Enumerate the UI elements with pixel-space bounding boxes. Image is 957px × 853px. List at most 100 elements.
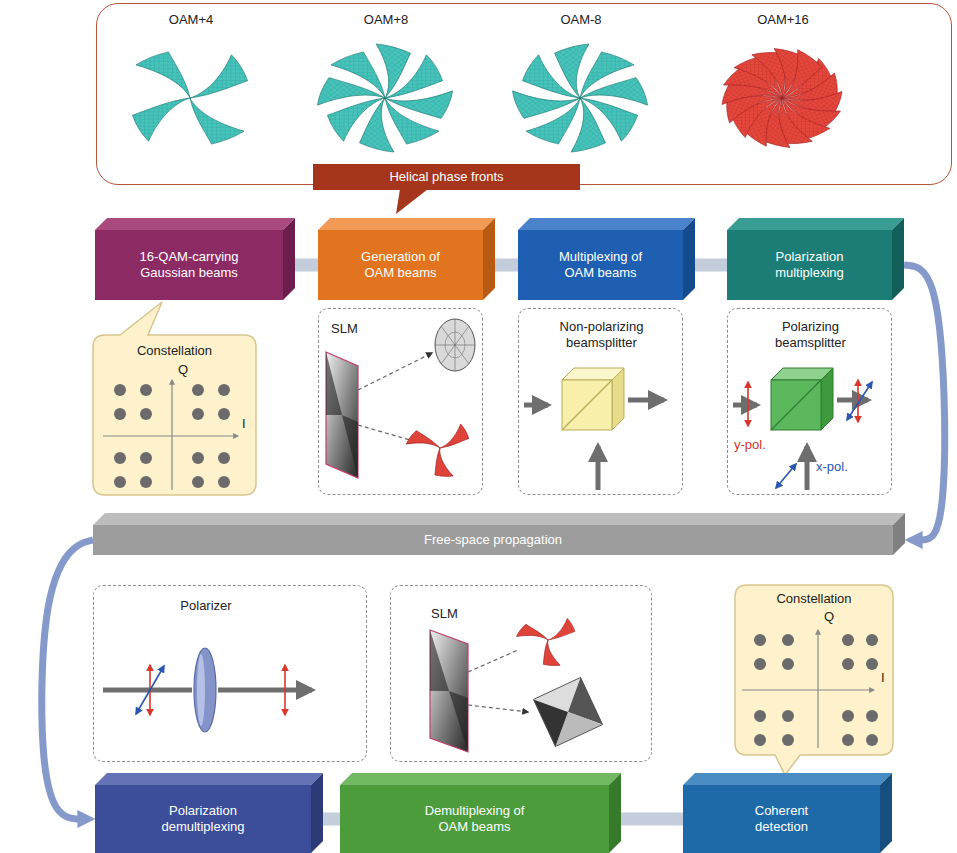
node-label: Demultiplexing of OAM beams <box>422 803 527 835</box>
banner-label: Helical phase fronts <box>389 169 503 185</box>
node-label: Multiplexing of OAM beams <box>543 249 658 281</box>
beam-line <box>358 425 410 440</box>
slm-illustration <box>326 319 475 482</box>
process-box: Polarization multiplexing <box>727 218 904 300</box>
front-face <box>318 230 483 300</box>
beam-arrow <box>103 688 192 693</box>
oam-label: OAM+4 <box>169 12 213 28</box>
side-face <box>609 773 621 853</box>
polarization-arrow <box>136 666 164 714</box>
constellation-callout: ConstellationQI <box>93 335 256 495</box>
node-label: SLM <box>431 606 458 622</box>
beam-arrow <box>805 446 810 490</box>
cube-diagonal <box>562 380 612 430</box>
i-axis <box>742 689 874 690</box>
beam-arrow <box>524 403 548 408</box>
top-face <box>518 218 695 230</box>
oam-label: OAM+16 <box>757 12 809 28</box>
helix-blade <box>580 52 634 98</box>
beam-arrow <box>733 403 757 408</box>
top-face <box>683 773 892 785</box>
node-label: I <box>242 416 246 432</box>
callout-bubble <box>735 585 893 775</box>
constellation-points <box>114 384 230 488</box>
beam-line <box>358 353 432 390</box>
helical-front <box>132 52 247 144</box>
oam-label: OAM+8 <box>364 12 408 28</box>
side-face <box>683 218 695 300</box>
q-axis <box>817 630 818 748</box>
top-face <box>95 773 323 785</box>
polarizer-disk <box>194 648 216 732</box>
q-axis <box>171 380 172 490</box>
side-face <box>283 218 295 300</box>
side-face <box>893 513 905 555</box>
helix-blade <box>327 98 385 141</box>
helix-blade <box>580 98 638 141</box>
side-face <box>311 773 323 853</box>
polarization-arrow <box>776 464 796 488</box>
beam-arrow <box>628 398 664 403</box>
front-face <box>340 785 609 853</box>
helix-blade <box>331 52 385 98</box>
helix-blade <box>526 98 580 144</box>
figure-panel: OAM+4OAM+8OAM-8OAM+16 <box>96 3 952 185</box>
pipe-connector <box>323 813 340 826</box>
helical-front <box>712 40 852 156</box>
front-face <box>518 230 683 300</box>
node-label: y-pol. <box>734 437 766 453</box>
callout-banner: Helical phase fronts <box>313 164 580 190</box>
i-axis <box>103 435 238 436</box>
top-face <box>93 513 905 525</box>
beam-arrow <box>837 398 868 403</box>
beamsplitter-panel: Polarizing beamsplittery-pol.x-pol. <box>727 308 892 495</box>
process-box: Polarization demultiplexing <box>95 773 323 853</box>
gaussian-phase-plate <box>533 677 602 746</box>
slm-illustration <box>430 618 603 752</box>
front-face <box>95 230 283 300</box>
helical-front <box>513 618 575 670</box>
process-box: Generation of OAM beams <box>318 218 495 300</box>
cube-front <box>771 380 821 430</box>
pipe-connector <box>621 813 683 826</box>
slm-panel: SLM <box>318 308 483 495</box>
node-label: Q <box>824 609 834 625</box>
helix-blade <box>347 35 426 98</box>
slm-sector <box>342 415 358 478</box>
cube-front <box>562 380 612 430</box>
pipe-connector <box>495 259 518 272</box>
helix-blade <box>132 98 190 141</box>
node-label: Polarizer <box>180 598 231 614</box>
flow-arrow <box>42 540 93 819</box>
front-face <box>93 525 893 555</box>
wavefront-disk <box>435 319 475 371</box>
slm-plate <box>326 352 358 478</box>
node-label: 16-QAM-carrying Gaussian beams <box>124 249 254 281</box>
pipe-connector <box>295 259 318 272</box>
front-face <box>727 230 892 300</box>
propagation-bar: Free-space propagation <box>93 513 905 555</box>
slm-plate <box>430 630 468 752</box>
beam-arrow <box>218 688 312 693</box>
node-label: Constellation <box>137 343 212 359</box>
polarizer-highlight <box>197 654 205 726</box>
polarization-arrow <box>847 382 872 420</box>
constellation-points <box>754 634 878 746</box>
beam-line <box>468 705 528 712</box>
process-box: Demultiplexing of OAM beams <box>340 773 621 853</box>
side-face <box>892 218 904 300</box>
node-label: x-pol. <box>816 459 848 475</box>
helix-blade <box>539 35 618 98</box>
node-label: Free-space propagation <box>424 532 562 548</box>
slm-panel: SLM <box>390 585 652 762</box>
slm-sector <box>326 352 342 415</box>
top-face <box>95 218 295 230</box>
polarization-arrow <box>747 382 749 426</box>
cube-side <box>821 368 833 430</box>
node-label: Polarization multiplexing <box>755 249 865 281</box>
cube-diagonal <box>771 380 821 430</box>
top-face <box>727 218 904 230</box>
node-label: Constellation <box>776 591 851 607</box>
wavefront-mesh <box>435 319 475 371</box>
